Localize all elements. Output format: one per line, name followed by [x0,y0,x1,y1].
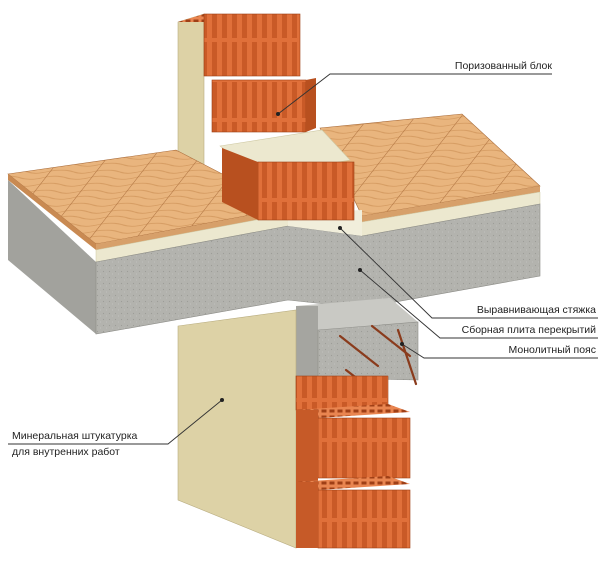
lower-plaster-face [177,309,297,549]
label-mineral-plaster-line1: Минеральная штукатурка [12,430,138,442]
lower-brick-2-left [296,410,318,482]
lower-brick-3 [317,489,411,549]
label-porous-block: Поризованный блок [454,60,552,72]
leader-lines [8,73,598,445]
lower-brick-top-1 [296,404,410,418]
floor-wood-edge-front [96,208,288,250]
precast-slab-left-side [8,180,96,334]
floor-wood-edge-left [8,174,96,250]
upper-brick-side-2 [306,78,316,132]
label-monolithic-belt: Монолитный пояс [508,344,596,356]
leader-monolithic-belt [401,343,598,359]
lower-brick-3-left [296,482,318,548]
upper-plaster-strip [177,13,205,173]
leader-mineral-plaster [8,399,223,445]
label-leveling-screed: Выравнивающая стяжка [476,304,596,316]
mid-brick-left-side [222,148,258,220]
monolithic-belt-front [296,306,318,376]
monolithic-belt-top [296,298,418,330]
upper-brick-front-1 [203,13,301,77]
floor-wood-edge-right [362,186,540,222]
leader-leveling-screed [339,227,598,319]
lower-brick-top-2 [296,476,410,490]
mid-brick-front [257,161,355,221]
monolithic-belt-face [317,321,419,381]
leader-porous-block [277,73,552,115]
lower-brick-2 [317,417,411,479]
upper-brick-front-2 [211,79,307,133]
lower-brick-1 [295,375,389,411]
leader-dots [220,112,404,402]
leader-precast-slab [359,269,598,339]
label-mineral-plaster-line2: для внутренних работ [12,446,120,458]
label-precast-slab: Сборная плита перекрытий [461,324,596,336]
